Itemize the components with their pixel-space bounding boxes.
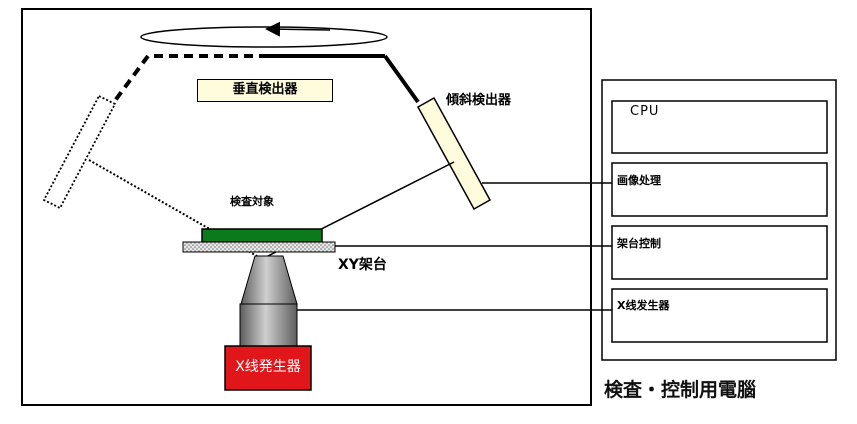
module-box-stage-control (611, 225, 828, 280)
tilt-detector-ghost (42, 94, 117, 210)
xy-stage-label: XY架台 (338, 257, 387, 273)
control-cabinet-frame (601, 79, 837, 361)
tilt-detector-panel (416, 96, 492, 211)
control-computer-caption: 検査・控制用電腦 (604, 379, 757, 401)
module-label-cpu: CPU (630, 104, 660, 119)
detector-arm-slant-solid (383, 54, 420, 104)
xray-tube-head (240, 255, 298, 305)
rotation-orbit (140, 26, 388, 48)
xray-generator-label: X线発生器 (235, 359, 301, 375)
module-box-cpu (611, 100, 828, 154)
xray-beam-dotted (88, 159, 263, 260)
tilt-detector-label: 傾斜検出器 (446, 93, 512, 108)
inspection-object-label: 検査対象 (230, 195, 274, 208)
machine-housing-frame (21, 8, 592, 406)
module-label-image-processing: 画像处理 (617, 174, 661, 187)
module-label-stage-control: 架台控制 (617, 237, 661, 250)
xray-tube-body (239, 303, 298, 347)
module-box-xray-generator (611, 288, 828, 343)
module-label-xray-generator: X线发生器 (617, 299, 670, 312)
xy-stage (182, 241, 336, 253)
module-box-image-processing (611, 162, 828, 217)
rotation-arrow-icon (265, 21, 331, 37)
vertical-detector-label: 垂直検出器 (197, 79, 333, 102)
xray-generator-box (224, 345, 312, 391)
inspection-object (201, 228, 323, 243)
detector-arm-slant-dashed (112, 54, 150, 104)
